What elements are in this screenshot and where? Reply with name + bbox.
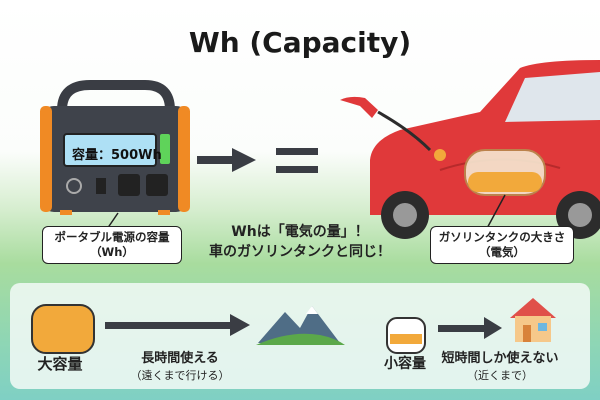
- desc-line1: 短時間しか使えない: [441, 351, 559, 366]
- callout-gas-tank: ガソリンタンクの大きさ （電気）: [430, 226, 574, 264]
- small-capacity-label: 小容量: [384, 356, 426, 372]
- large-capacity-label: 大容量: [37, 355, 83, 373]
- callout-power-station: ポータブル電源の容量 （Wh）: [42, 226, 182, 264]
- explanation-text: Whは「電気の量」！ 車のガソリンタンクと同じ！: [200, 222, 400, 262]
- desc-line2: （遠くまで行ける）: [130, 369, 230, 382]
- callout-line2: （電気）: [479, 245, 525, 259]
- explanation-line1: Whは「電気の量」！: [231, 224, 369, 240]
- callout-line1: ポータブル電源の容量: [54, 230, 170, 244]
- callout-line1: ガソリンタンクの大きさ: [438, 230, 566, 244]
- page-title: Wh (Capacity): [188, 26, 412, 59]
- car-icon: [340, 60, 600, 239]
- arrow-right-icon: [197, 148, 256, 172]
- large-capacity-desc: 長時間使える （遠くまで行ける）: [110, 350, 250, 384]
- capacity-display: 容量：500Wh: [72, 148, 162, 163]
- small-capacity-desc: 短時間しか使えない （近くまで）: [435, 350, 565, 384]
- power-station-icon: [40, 80, 190, 215]
- equals-icon: [276, 148, 318, 173]
- desc-line2: （近くまで）: [467, 369, 533, 382]
- explanation-line2: 車のガソリンタンクと同じ！: [209, 244, 391, 260]
- callout-line2: （Wh）: [90, 245, 134, 259]
- desc-line1: 長時間使える: [141, 351, 219, 366]
